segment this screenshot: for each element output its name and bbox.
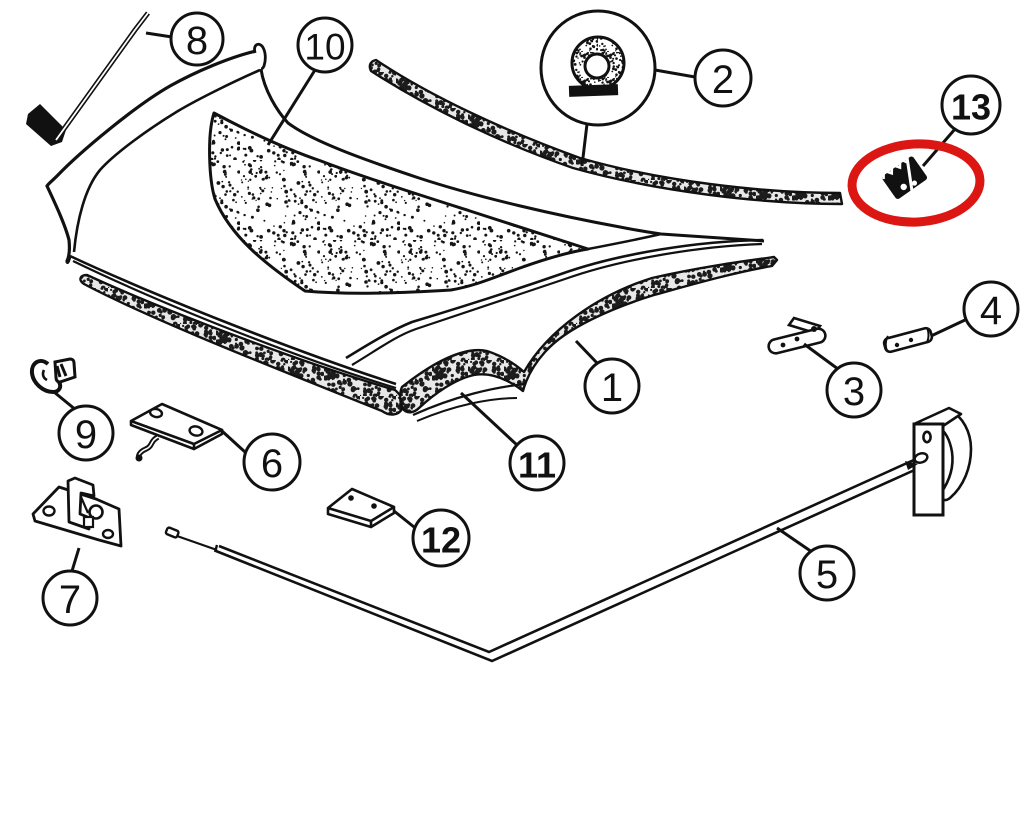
svg-text:9: 9 [75,413,97,457]
svg-text:12: 12 [421,520,461,561]
svg-text:8: 8 [186,19,208,63]
svg-text:10: 10 [304,27,345,68]
svg-text:1: 1 [601,366,623,410]
svg-text:5: 5 [816,553,838,597]
svg-text:13: 13 [951,87,991,128]
svg-text:2: 2 [712,58,734,102]
svg-text:7: 7 [59,578,81,622]
svg-text:6: 6 [261,442,283,486]
svg-text:11: 11 [518,445,556,486]
svg-text:3: 3 [843,370,865,414]
svg-text:4: 4 [980,289,1002,333]
